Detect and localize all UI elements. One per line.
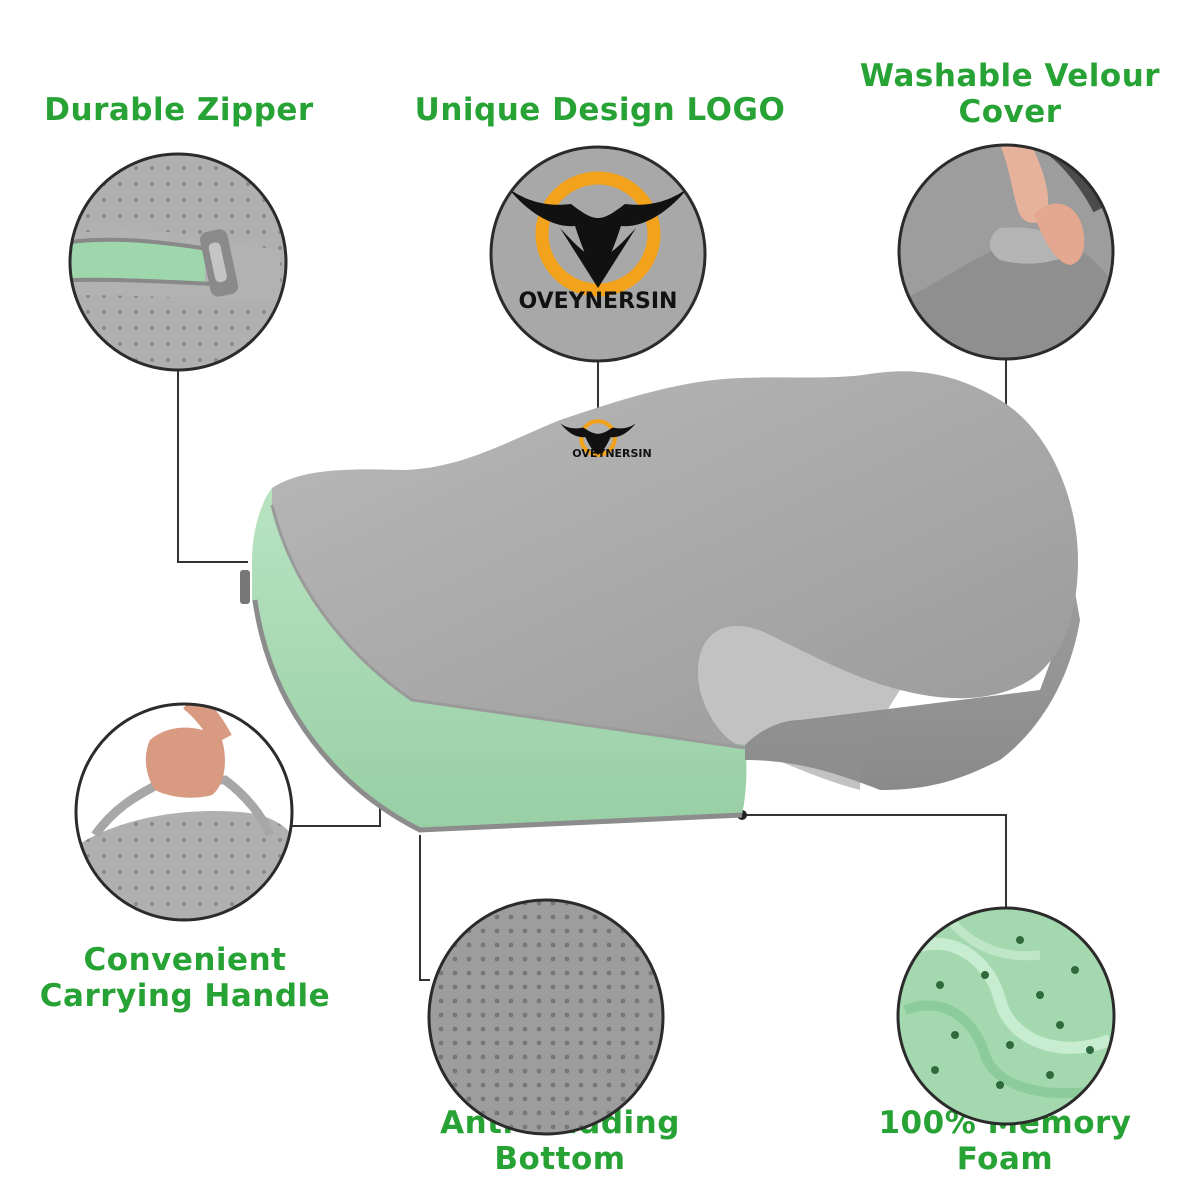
label-handle-line2: Carrying Handle [39, 978, 331, 1014]
zipper-detail-circle [70, 154, 286, 370]
velour-cover-circle [899, 145, 1113, 359]
logo-detail-circle: OVEYNERSIN [491, 147, 705, 361]
cushion: OVEYNERSIN [240, 371, 1080, 833]
label-cover-line1: Washable Velour [859, 58, 1161, 94]
label-unique-design-logo: Unique Design LOGO [414, 92, 786, 128]
cushion-brand-text: OVEYNERSIN [572, 447, 651, 460]
label-cover-line2: Cover [958, 94, 1062, 130]
logo-ring-icon [535, 171, 661, 297]
logo-brand-text: OVEYNERSIN [519, 289, 678, 314]
label-washable-velour-cover: Washable Velour Cover [840, 58, 1180, 130]
label-durable-zipper: Durable Zipper [44, 92, 314, 128]
anti-skid-bottom-circle [429, 900, 663, 1134]
label-handle-line1: Convenient [83, 942, 287, 978]
finger-icon [998, 145, 1049, 223]
hand-icon [145, 727, 225, 798]
label-convenient-carrying-handle: Convenient Carrying Handle [30, 942, 340, 1014]
memory-foam-circle [898, 908, 1114, 1124]
bull-horns-icon [508, 188, 688, 274]
carrying-handle-circle [76, 704, 292, 920]
cushion-logo-icon [560, 419, 636, 457]
